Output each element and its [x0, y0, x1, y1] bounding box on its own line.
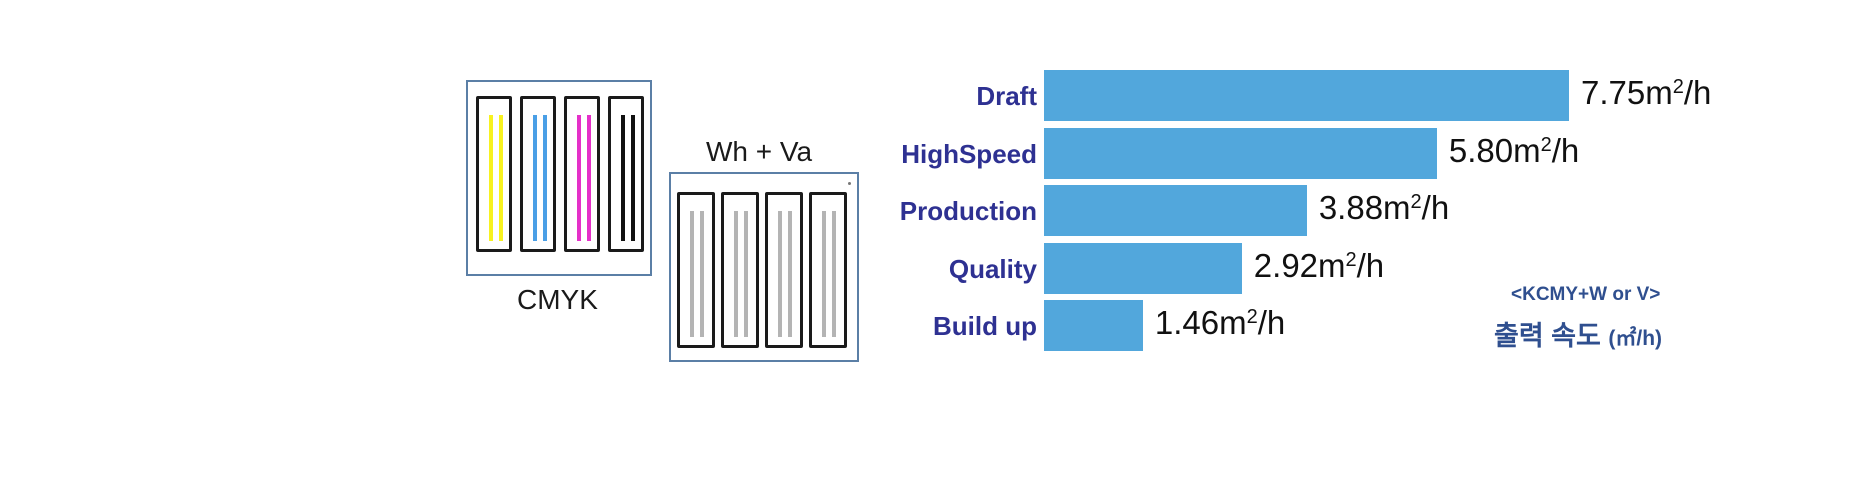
bar — [1044, 242, 1242, 294]
legend-output-speed-unit: (㎡/h) — [1608, 327, 1663, 350]
category-label: HighSpeed — [901, 138, 1037, 169]
cmyk-cartridge-stripe — [631, 115, 635, 241]
category-label: Draft — [976, 81, 1037, 111]
white-varnish-cartridge-stripe — [778, 211, 782, 337]
value-label: 1.46m2/h — [1154, 304, 1286, 341]
white-varnish-cartridge-frame — [669, 172, 859, 362]
cmyk-cartridge-stripe — [621, 115, 625, 241]
value-label: 2.92m2/h — [1253, 246, 1385, 284]
white-varnish-cartridge-stripe — [690, 211, 694, 337]
cmyk-cartridge-stripe — [499, 115, 503, 241]
bar — [1044, 70, 1569, 121]
white-varnish-cartridge — [809, 192, 847, 348]
cmyk-cartridge-stripe — [577, 115, 581, 241]
category-label: Quality — [948, 253, 1037, 284]
corner-dot-icon — [848, 182, 851, 185]
cmyk-cartridge — [476, 96, 512, 252]
value-label: 3.88m2/h — [1318, 189, 1450, 226]
white-varnish-cartridge-stripe — [788, 211, 792, 337]
cmyk-cartridge — [520, 96, 556, 252]
white-varnish-cartridge — [677, 192, 715, 348]
value-label: 7.75m2/h — [1581, 74, 1712, 111]
white-varnish-cartridge-stripe — [832, 211, 836, 337]
bar — [1044, 127, 1437, 179]
white-varnish-cartridge-stripe — [700, 211, 704, 337]
cmyk-cartridge-stripe — [587, 115, 591, 241]
white-varnish-cartridge — [765, 192, 803, 348]
value-label: 5.80m2/h — [1448, 131, 1580, 169]
cmyk-cartridge-stripe — [533, 115, 537, 241]
cmyk-cartridge — [564, 96, 600, 252]
legend-output-speed-text: 출력 속도 — [1494, 321, 1601, 351]
white-varnish-cartridge — [721, 192, 759, 348]
white-varnish-cartridge-stripe — [734, 211, 738, 337]
cmyk-cartridge-stripe — [489, 115, 493, 241]
legend-ink-config: <KCMY+W or V> — [1511, 284, 1661, 305]
white-varnish-cartridge-stripe — [822, 211, 826, 337]
cmyk-label: CMYK — [517, 284, 598, 315]
bar — [1044, 300, 1143, 351]
category-label: Build up — [933, 311, 1037, 341]
category-label: Production — [899, 196, 1037, 226]
white-varnish-label: Wh + Va — [706, 136, 813, 167]
cmyk-cartridge-stripe — [543, 115, 547, 241]
legend-output-speed: 출력 속도 (㎡/h) — [1494, 314, 1662, 353]
cmyk-cartridge — [608, 96, 644, 252]
bar — [1044, 185, 1307, 236]
cmyk-cartridge-frame — [466, 80, 652, 276]
white-varnish-cartridge-stripe — [744, 211, 748, 337]
